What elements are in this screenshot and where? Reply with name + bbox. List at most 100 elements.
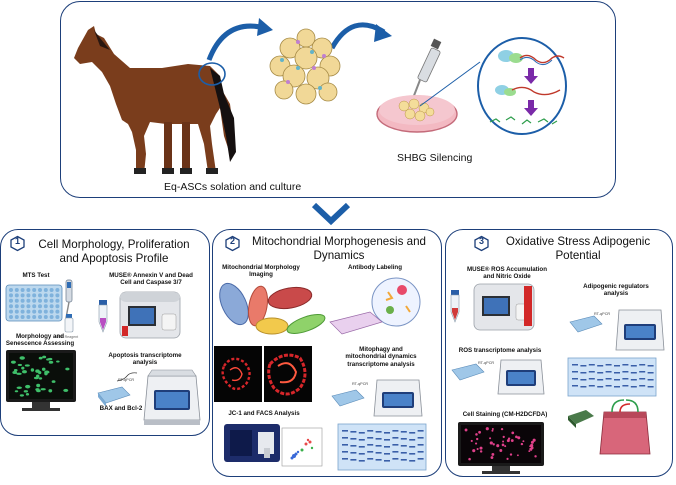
gel-band (417, 437, 424, 439)
gel-band (597, 379, 604, 381)
green-cell (41, 367, 46, 371)
gel-band (614, 372, 620, 374)
plate-well (38, 293, 42, 298)
plate-well (9, 315, 13, 319)
staining-monitor (458, 422, 544, 474)
pcr-plate-icon-4 (451, 363, 485, 381)
step-number-badge-1 (10, 235, 25, 252)
pink-cell (489, 437, 492, 440)
plate-well (14, 304, 19, 309)
gel-band (622, 378, 629, 380)
gel-band (647, 372, 654, 374)
pink-cell (506, 439, 510, 443)
plate-well (32, 304, 37, 309)
thermocycler-icon-1 (143, 369, 201, 425)
step-number-1: 1 (14, 236, 20, 246)
sample-tube-icon-3 (450, 290, 460, 323)
gel-band (350, 452, 357, 454)
plate-well (43, 288, 48, 292)
gel-band (375, 438, 382, 440)
plate-well (9, 304, 13, 309)
gel-band (392, 430, 399, 432)
pink-cell (520, 442, 524, 446)
green-cell (10, 360, 16, 364)
pink-cell (489, 441, 493, 445)
panel-2-title-line2: Dynamics (313, 249, 365, 262)
mts-reagent-label: MTS Reagent (56, 335, 79, 339)
pcr-plate-icon-1 (97, 386, 131, 407)
pink-cell (530, 440, 534, 444)
plate-well (38, 298, 42, 303)
green-cell (25, 392, 30, 396)
mitophagy-label: Mitophagy and mitochondrial dynamics tra… (324, 346, 438, 368)
plate-well (43, 293, 48, 298)
gel-band (580, 379, 587, 381)
gel-band (630, 386, 637, 388)
pink-cell (507, 437, 511, 440)
antibody-labeling-illustration (329, 277, 421, 335)
adipogenic-line1: Adipogenic regulators (583, 283, 649, 290)
plate-well (9, 298, 13, 303)
panel-1-title-line1: Cell Morphology, Proliferation (38, 238, 190, 251)
gel-band (572, 378, 578, 380)
apoptosis-transcriptome-line2: analysis (132, 359, 158, 367)
green-cell (44, 371, 48, 376)
isolation-caption: Eq-ASCs solation and culture (164, 181, 302, 193)
pink-cell (516, 454, 519, 457)
plate-well (32, 309, 37, 314)
plate-well (26, 315, 31, 319)
gel-band (409, 460, 416, 462)
plate-well (38, 315, 42, 319)
pink-cell (502, 440, 505, 443)
ros-transcriptome-label: ROS transcriptome analysis (458, 347, 542, 354)
gel-band (375, 459, 382, 461)
plate-well (49, 298, 54, 303)
horse-illustration (74, 26, 236, 174)
plate-well (55, 293, 60, 298)
pink-cell (534, 455, 537, 458)
gel-band (409, 432, 416, 434)
panel-1-title-line2: and Apoptosis Profile (59, 252, 169, 265)
gel-band (367, 444, 374, 446)
green-cell (20, 356, 24, 359)
gel-band (342, 437, 348, 439)
plate-well (49, 315, 54, 319)
petri-dish (376, 61, 481, 133)
gel-band (400, 431, 407, 433)
gel-band (417, 458, 424, 460)
gel-band (375, 445, 382, 447)
gel-band (400, 459, 407, 461)
green-cell (51, 380, 56, 383)
rtqpcr-label-4: RT-qPCR (478, 361, 495, 365)
pink-cell (475, 433, 478, 436)
plate-well (26, 288, 31, 292)
muse-cell-analyzer-3 (473, 283, 535, 331)
thermocycler-icon-2 (373, 379, 423, 417)
plate-well (20, 288, 25, 292)
green-cell (24, 364, 30, 367)
pink-cell (474, 442, 478, 445)
plate-well (32, 298, 37, 303)
gel-band (630, 379, 637, 381)
gel-band (358, 453, 365, 455)
gel-band (409, 446, 416, 448)
gel-band (358, 432, 365, 434)
green-cell (48, 360, 54, 364)
gel-band (409, 439, 416, 441)
plate-well (20, 298, 25, 303)
mts-test-label: MTS Test (22, 272, 50, 279)
pink-cell (517, 436, 521, 440)
gel-band (647, 379, 654, 381)
green-cell (30, 368, 35, 372)
gel-band (384, 439, 390, 441)
gel-band (614, 379, 620, 381)
plate-well (26, 309, 31, 314)
pink-cell (472, 449, 476, 453)
plate-well (43, 304, 48, 309)
pink-cell (491, 429, 494, 432)
plate-well (20, 304, 25, 309)
gel-band (367, 451, 374, 453)
confocal-image-1 (214, 346, 262, 402)
mts-reagent-bottle (64, 314, 74, 333)
gel-band (639, 364, 646, 366)
